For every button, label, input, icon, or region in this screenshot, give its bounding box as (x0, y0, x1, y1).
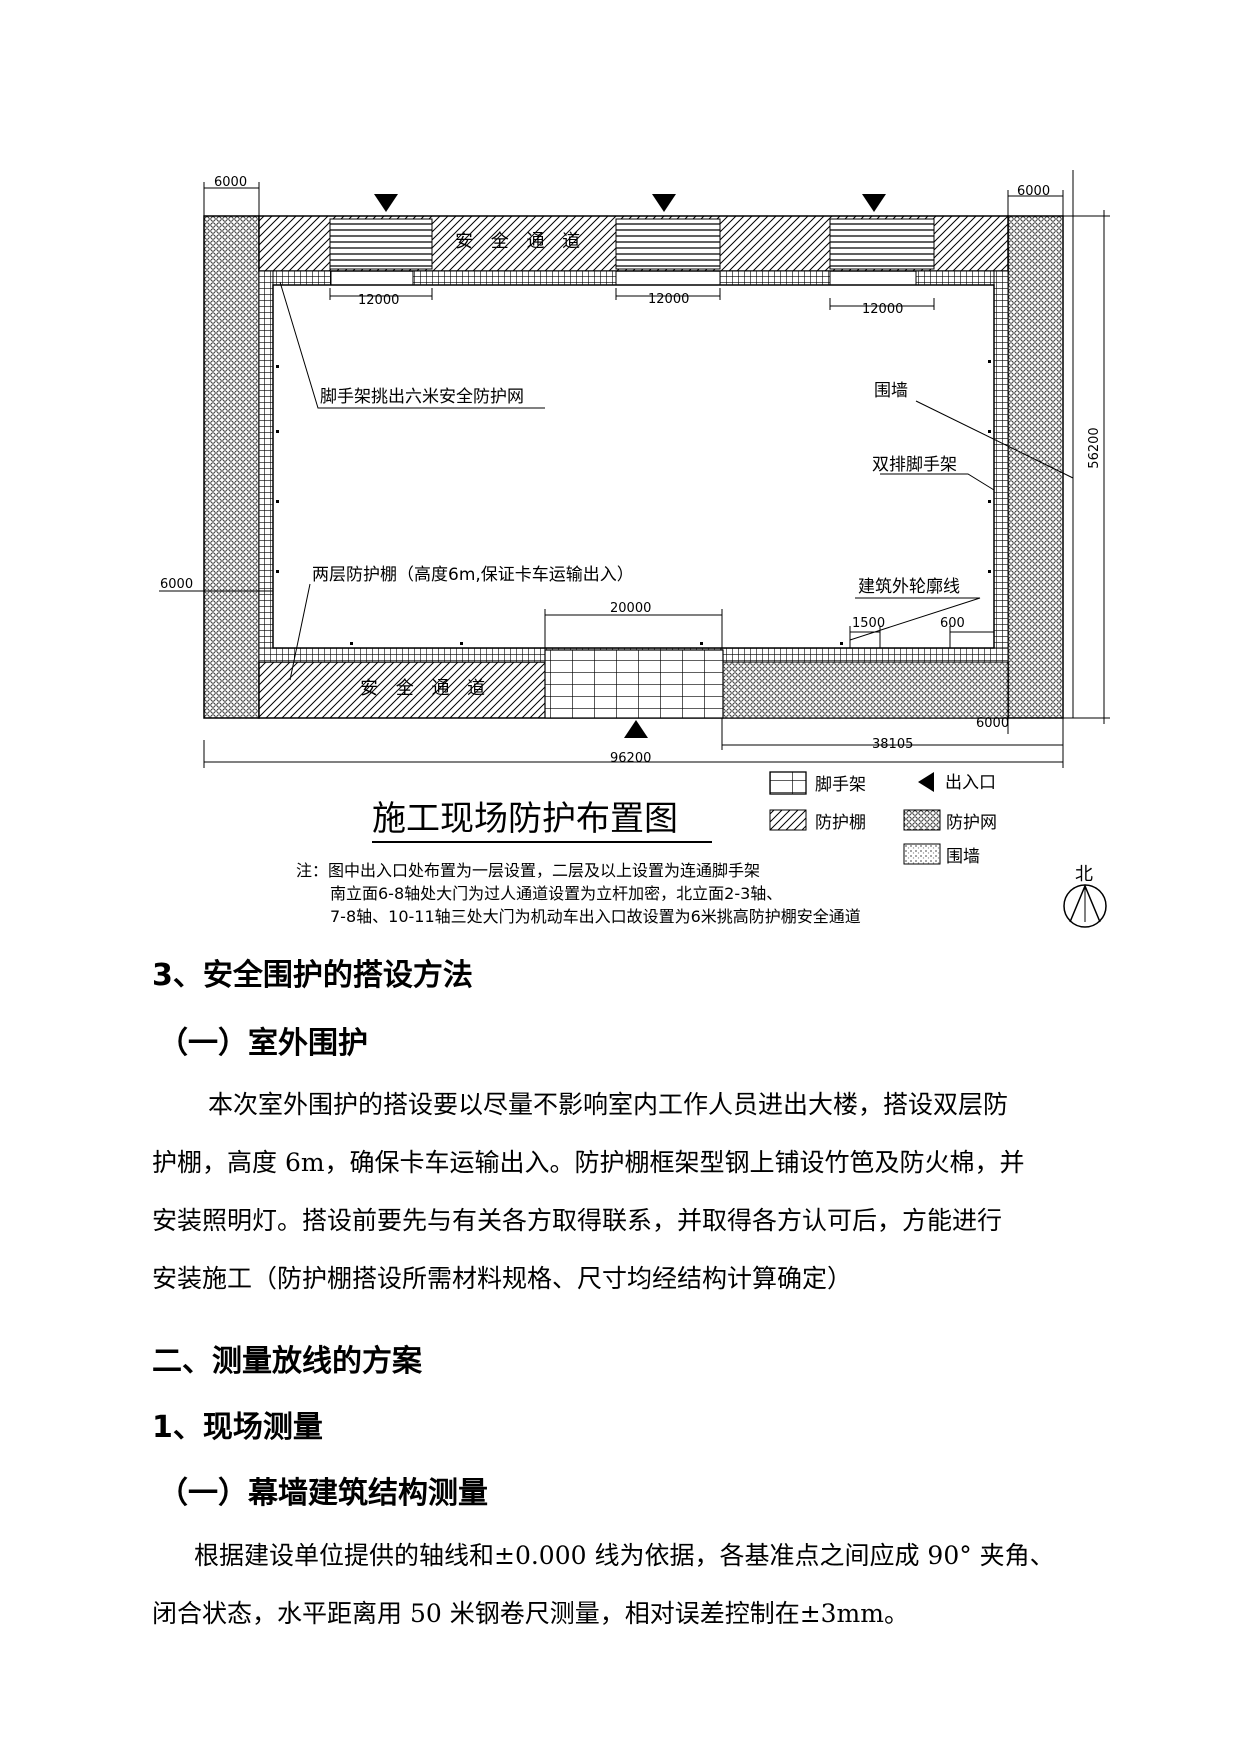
wall-callout: 围墙 (874, 381, 908, 401)
paragraph-line: 护棚，高度 6m，确保卡车运输出入。防护棚框架型钢上铺设竹笆及防火棉，并 (152, 1148, 1025, 1177)
north-passage-label: 安 全 通 道 (455, 231, 586, 252)
dim-38105: 38105 (872, 737, 913, 752)
entrance-triangle-icon (374, 194, 886, 738)
shed-legend-icon (769, 809, 807, 831)
wall-legend-icon (903, 843, 941, 865)
north-arrow-icon (1063, 884, 1107, 928)
diagram-title: 施工现场防护布置图 (372, 799, 678, 839)
dimension-lines (159, 170, 1110, 768)
legend-shed-label: 防护棚 (815, 813, 866, 833)
dim-right-top: 6000 (1017, 184, 1050, 199)
paragraph-measurement: 根据建设单位提供的轴线和±0.000 线为依据，各基准点之间应成 90° 夹角、… (152, 1527, 1172, 1643)
legend-entrance-label: 出入口 (945, 773, 996, 793)
dim-right-bottom: 6000 (976, 716, 1009, 731)
dim-right-height: 56200 (1087, 427, 1102, 468)
dim-total-width: 96200 (610, 751, 651, 766)
scaffold-legend-icon (769, 771, 807, 795)
dim-gate2: 12000 (648, 292, 689, 307)
note-line: 南立面6-8轴处大门为过人通道设置为立杆加密，北立面2-3轴、 (330, 884, 782, 903)
note-line: 注：图中出入口处布置为一层设置，二层及以上设置为连通脚手架 (296, 861, 760, 880)
sub-3-heading: （一）幕墙建筑结构测量 (158, 1476, 488, 1511)
north-label: 北 (1075, 864, 1093, 885)
paragraph-line: 安装照明灯。搭设前要先与有关各方取得联系，并取得各方认可后，方能进行 (152, 1206, 1003, 1235)
site-protection-layout-diagram: 安 全 通 道 安 全 通 道 6000 6000 12000 12000 12… (159, 170, 1110, 928)
dim-600: 600 (940, 616, 965, 631)
dim-left-mid: 6000 (160, 577, 193, 592)
paragraph-line: 安装施工（防护棚搭设所需材料规格、尺寸均经结构计算确定） (152, 1264, 853, 1293)
north-gates (329, 218, 935, 270)
sub-1-heading: （一）室外围护 (158, 1026, 368, 1061)
paragraph-line: 闭合状态，水平距离用 50 米钢卷尺测量，相对误差控制在±3mm。 (152, 1599, 909, 1628)
dim-gate1: 12000 (358, 293, 399, 308)
paragraph-outdoor-protection: 本次室外围护的搭设要以尽量不影响室内工作人员进出大楼，搭设双层防 护棚，高度 6… (152, 1076, 1162, 1308)
dim-south-gate: 20000 (610, 601, 651, 616)
south-gate-scaffold (544, 649, 724, 719)
scaffold-net-callout: 脚手架挑出六米安全防护网 (320, 387, 524, 407)
dim-gate3: 12000 (862, 302, 903, 317)
double-scaffold-ring (258, 270, 1009, 663)
legend-wall-label: 围墙 (946, 847, 980, 867)
note-line: 7-8轴、10-11轴三处大门为机动车出入口故设置为6米挑高防护棚安全通道 (330, 907, 861, 926)
paragraph-line: 根据建设单位提供的轴线和±0.000 线为依据，各基准点之间应成 90° 夹角、 (194, 1541, 1055, 1570)
net-legend-icon (903, 809, 941, 831)
legend: 脚手架 出入口 防护棚 防护网 围墙 (769, 771, 997, 867)
entrance-legend-icon (918, 772, 934, 792)
dim-1500: 1500 (852, 616, 885, 631)
diagram-notes: 注：图中出入口处布置为一层设置，二层及以上设置为连通脚手架 南立面6-8轴处大门… (296, 861, 861, 926)
callout-leaders (279, 281, 1074, 681)
building-outline-callout: 建筑外轮廓线 (858, 577, 960, 597)
south-passage-label: 安 全 通 道 (360, 678, 491, 699)
legend-net-label: 防护网 (946, 813, 997, 833)
legend-scaffold-label: 脚手架 (815, 775, 866, 795)
section-2-heading: 二、测量放线的方案 (152, 1344, 422, 1379)
two-layer-shed-callout: 两层防护棚（高度6m,保证卡车运输出入） (312, 565, 634, 585)
dim-left-top: 6000 (214, 175, 247, 190)
paragraph-line: 本次室外围护的搭设要以尽量不影响室内工作人员进出大楼，搭设双层防 (208, 1090, 1009, 1119)
section-3-heading: 3、安全围护的搭设方法 (152, 958, 473, 993)
sub-2-heading: 1、现场测量 (152, 1410, 323, 1445)
double-scaffold-callout: 双排脚手架 (872, 455, 957, 475)
